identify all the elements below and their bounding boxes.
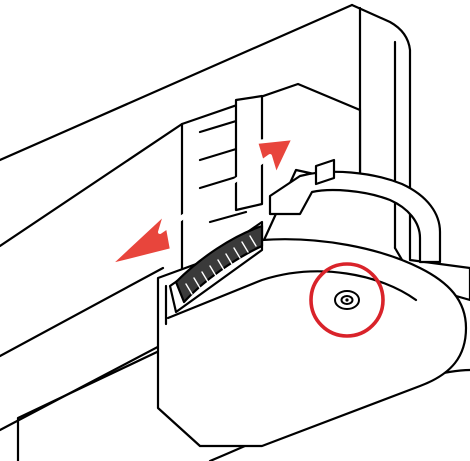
collar-tab	[314, 158, 336, 186]
housing-right-column	[350, 3, 470, 302]
double-headed-arrow-icon	[106, 136, 296, 268]
thumb-wheel-ridges	[185, 235, 257, 295]
arrow-shape	[106, 136, 296, 268]
screw-icon	[334, 290, 360, 310]
device-top-inner-edge	[0, 122, 184, 248]
slider-housing-groove-1	[198, 116, 248, 224]
collar-bracket	[268, 170, 442, 264]
slider-track-post	[234, 94, 264, 212]
highlight-circle-icon	[309, 262, 385, 338]
front-housing-top-edge	[166, 270, 418, 320]
screw-center	[345, 298, 349, 302]
device-side-slab	[0, 266, 165, 358]
device-top-edge	[0, 3, 354, 162]
device-top-panel	[0, 0, 470, 214]
thumb-wheel-icon	[168, 220, 264, 314]
